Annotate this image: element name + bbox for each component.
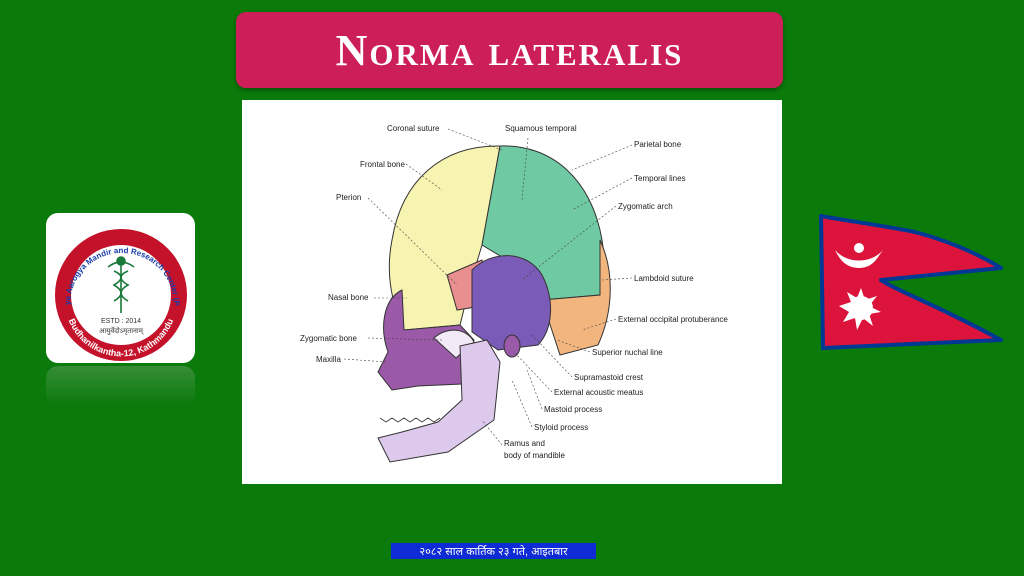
label-zygomatic-arch: Zygomatic arch [618,202,673,211]
temporal-bone-region [471,255,552,351]
logo-motto: आयुर्वेदोऽमृतानाम् [99,326,144,335]
label-supramastoid-crest: Supramastoid crest [574,373,644,382]
leader-lines [343,128,633,446]
label-styloid-process: Styloid process [534,423,588,432]
date-banner: २०८२ साल कार्तिक २३ गते, आइतबार [391,543,596,559]
teeth-line [379,417,441,423]
flag-sun-icon [839,288,881,330]
label-pterion: Pterion [336,193,361,202]
logo-established: ESTD : 2014 [101,318,141,325]
label-mastoid-process: Mastoid process [544,405,602,414]
flag-moon-icon [835,250,883,268]
label-coronal-suture: Coronal suture [387,124,440,133]
label-maxilla: Maxilla [316,355,341,364]
mandible-region [377,339,501,463]
label-frontal-bone: Frontal bone [360,160,405,169]
label-ramus-line2: body of mandible [504,451,565,460]
diagram-labels: Coronal suture Squamous temporal Parieta… [300,124,728,460]
label-squamous-temporal: Squamous temporal [505,124,577,133]
label-lambdoid-suture: Lambdoid suture [634,274,694,283]
nepal-flag [815,212,1005,352]
label-zygomatic-bone: Zygomatic bone [300,334,357,343]
zygomatic-region [433,329,475,359]
label-nasal-bone: Nasal bone [328,293,369,302]
occipital-bone-region [541,239,611,356]
skull-illustration [377,145,611,463]
institution-logo: Aatreya Aarogya Mandir and Research Cent… [43,206,195,363]
skull-diagram: Coronal suture Squamous temporal Parieta… [242,100,782,484]
label-temporal-lines: Temporal lines [634,174,686,183]
caduceus-icon [107,256,135,313]
slide-title: Norma lateralis [335,25,684,75]
external-acoustic-meatus-mark [503,334,521,358]
flag-moon-dot [854,243,864,253]
label-external-acoustic-meatus: External acoustic meatus [554,388,643,397]
label-ramus-line1: Ramus and [504,439,545,448]
title-banner: Norma lateralis [236,12,783,88]
label-parietal-bone: Parietal bone [634,140,682,149]
logo-reflection [46,366,195,406]
label-external-occipital-protuberance: External occipital protuberance [618,315,728,324]
flag-body [819,214,1003,350]
label-superior-nuchal-line: Superior nuchal line [592,348,663,357]
